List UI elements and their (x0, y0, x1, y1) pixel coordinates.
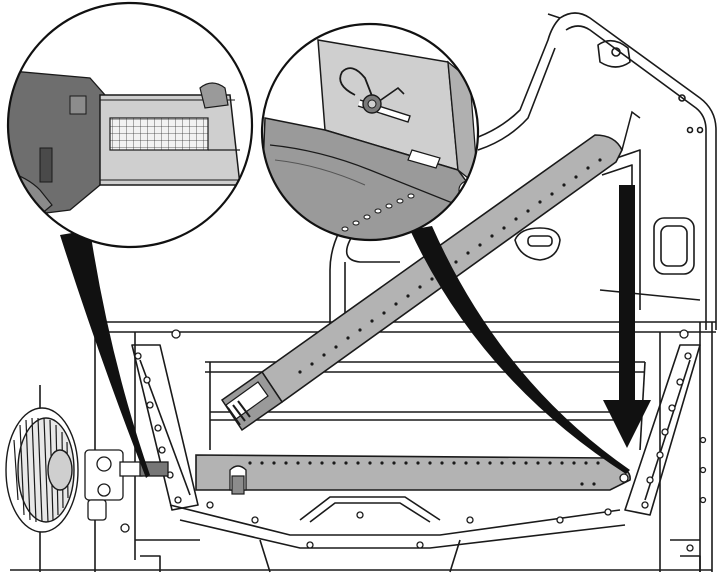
grill-body-outline (10, 321, 716, 573)
callout-wedge-left (60, 230, 150, 478)
insertion-arrow (603, 185, 651, 448)
burner-tube-installed (195, 454, 631, 495)
detail-circle-valve-orifice (6, 1, 254, 249)
frame-screws (120, 329, 707, 552)
detail-circle-cotter-pin (260, 22, 480, 242)
callout-wedge-right (410, 226, 630, 474)
gas-valve (84, 449, 169, 521)
control-knob (5, 407, 79, 533)
